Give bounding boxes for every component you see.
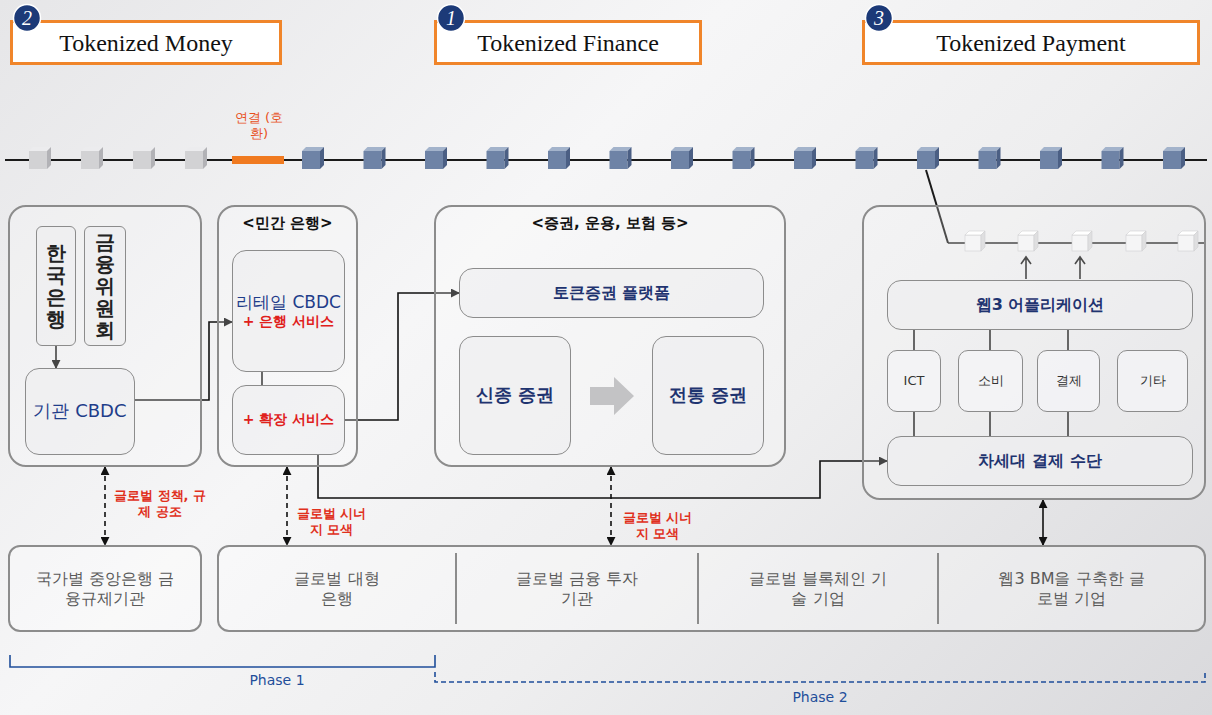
node-text: 웹3 BM을 구축한 글로벌 기업 <box>997 569 1147 609</box>
node-text: 글로벌 대형 은행 <box>292 569 382 609</box>
node-text: 차세대 결제 수단 <box>978 451 1101 471</box>
block-cube <box>671 147 693 169</box>
cbdc-box: 기관 CBDC <box>25 368 135 455</box>
group-panel: 한국은행 금융위원회기관 CBDC <box>8 205 202 467</box>
callout-number: 1 <box>436 3 466 33</box>
group-panel: <증권, 운용, 보험 등> 토큰증권 플랫폼신종 증권 전통 증권 <box>434 205 786 467</box>
title-box: Tokenized Finance <box>434 20 702 65</box>
node-text: 웹3 어플리케이션 <box>976 295 1105 315</box>
callout-number: 2 <box>12 3 42 33</box>
connector <box>1042 500 1044 545</box>
block-cube <box>133 147 155 169</box>
node-text: <민간 은행> <box>242 214 332 233</box>
block-cube <box>425 147 447 169</box>
node-text: Tokenized Money <box>59 28 233 58</box>
block-cube <box>29 147 51 169</box>
authority-box: 금융위원회 <box>84 226 126 346</box>
node-text: 금융위원회 <box>95 231 115 341</box>
securities-box: 신종 증권 <box>459 336 571 455</box>
category-box: 소비 <box>958 350 1023 412</box>
node-text: <증권, 운용, 보험 등> <box>531 214 688 233</box>
edge-label: 글로벌 시너지 모색 <box>294 506 369 539</box>
block-cube <box>1102 147 1124 169</box>
edge-label: 글로벌 정책, 규제 공조 <box>110 488 210 521</box>
node-text: + 은행 서비스 <box>243 313 334 331</box>
node-text: 국가별 중앙은행 금융규제기관 <box>30 569 180 609</box>
phase-label: Phase 2 <box>770 689 870 707</box>
block-cube <box>364 147 386 169</box>
node-text: 전통 증권 <box>669 384 747 407</box>
link-segment <box>232 156 284 164</box>
payment-box: 차세대 결제 수단 <box>887 436 1193 486</box>
node-text: 기관 CBDC <box>33 400 126 423</box>
node-text: 3 <box>874 6 884 31</box>
dashed-connector <box>610 467 612 545</box>
title-box: Tokenized Money <box>10 20 282 65</box>
block-cube <box>979 147 1001 169</box>
regulator-box: 국가별 중앙은행 금융규제기관 <box>8 545 202 632</box>
partner-cell: 웹3 BM을 구축한 글로벌 기업 <box>937 553 1204 624</box>
node-text: 한국은행 <box>46 242 66 330</box>
title-box: Tokenized Payment <box>862 20 1200 65</box>
partner-panel: 글로벌 대형 은행 글로벌 금융 투자 기관 글로벌 블록체인 기술 기업 웹3 BM… <box>217 545 1206 632</box>
block-cube <box>610 147 632 169</box>
phase-label: Phase 1 <box>232 672 322 690</box>
link-label: 연결 (호환) <box>234 110 284 143</box>
block-cube <box>185 147 207 169</box>
service-box: + 확장 서비스 <box>232 385 345 455</box>
platform-box: 토큰증권 플랫폼 <box>459 268 764 318</box>
edge-label: 글로벌 시너지 모색 <box>620 510 695 543</box>
node-text: 토큰증권 플랫폼 <box>553 283 671 303</box>
category-box: 기타 <box>1117 350 1188 412</box>
node-text: 글로벌 금융 투자 기관 <box>512 569 642 609</box>
group-panel: 웹3 어플리케이션 ICT 소비 결제 기타차세대 결제 수단 <box>862 205 1206 500</box>
node-text: ICT <box>904 373 925 389</box>
block-cube <box>733 147 755 169</box>
phase-bracket <box>435 672 1205 682</box>
block-cube <box>856 147 878 169</box>
app-box: 웹3 어플리케이션 <box>887 280 1193 330</box>
block-cube <box>487 147 509 169</box>
callout-number: 3 <box>864 3 894 33</box>
block-cube <box>1040 147 1062 169</box>
block-cube <box>1163 147 1185 169</box>
node-text: 글로벌 블록체인 기술 기업 <box>748 569 888 609</box>
node-text: 1 <box>446 6 456 31</box>
securities-box: 전통 증권 <box>652 336 764 455</box>
dashed-connector <box>104 467 106 545</box>
node-text: Tokenized Finance <box>477 28 659 58</box>
block-cube <box>81 147 103 169</box>
cbdc-box: 리테일 CBDC+ 은행 서비스 <box>232 250 345 372</box>
category-box: ICT <box>887 350 941 412</box>
node-text: + 확장 서비스 <box>243 411 334 429</box>
phase-bracket <box>10 655 435 667</box>
block-cube <box>302 147 324 169</box>
node-text: 소비 <box>978 373 1004 389</box>
node-text: 신종 증권 <box>476 384 554 407</box>
block-cube <box>794 147 816 169</box>
node-text: 2 <box>22 6 32 31</box>
group-panel: <민간 은행> 리테일 CBDC+ 은행 서비스 + 확장 서비스 <box>217 205 358 467</box>
block-cube <box>917 147 939 169</box>
node-text: Tokenized Payment <box>936 28 1126 58</box>
block-cube <box>548 147 570 169</box>
node-text: 리테일 CBDC <box>236 292 341 313</box>
partner-cell: 글로벌 대형 은행 <box>219 553 455 624</box>
authority-box: 한국은행 <box>36 226 76 346</box>
dashed-connector <box>286 467 288 545</box>
node-text: 기타 <box>1140 373 1166 389</box>
node-text: 결제 <box>1056 373 1082 389</box>
partner-cell: 글로벌 금융 투자 기관 <box>455 553 697 624</box>
partner-cell: 글로벌 블록체인 기술 기업 <box>697 553 937 624</box>
category-box: 결제 <box>1037 350 1100 412</box>
